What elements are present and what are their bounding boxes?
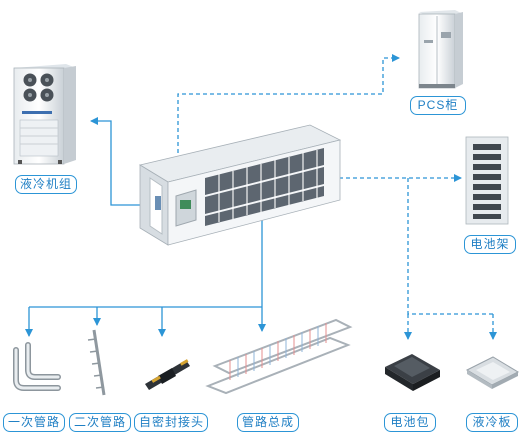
self-sealing-connector-image xyxy=(145,359,190,390)
label-rack: 电池架 xyxy=(464,235,516,254)
solid-connectors xyxy=(25,117,266,337)
label-battery-pack: 电池包 xyxy=(384,413,436,432)
dashed-connectors xyxy=(177,54,497,340)
label-pipe-assembly: 管路总成 xyxy=(237,413,299,432)
label-pcs: PCS柜 xyxy=(410,96,466,115)
battery-pack-image xyxy=(385,354,440,391)
pcs-cabinet-image xyxy=(418,10,463,89)
label-secondary-pipe: 二次管路 xyxy=(69,413,131,432)
battery-rack-image xyxy=(465,136,509,225)
label-cold-plate: 液冷板 xyxy=(466,413,518,432)
pipe-assembly-image xyxy=(205,318,353,395)
label-primary-pipe: 一次管路 xyxy=(3,413,65,432)
secondary-pipe-image xyxy=(87,329,106,396)
label-self-seal-connector: 自密封接头 xyxy=(134,413,208,432)
line-to-pcs xyxy=(177,54,400,160)
liquid-cooling-unit-image xyxy=(13,64,76,165)
line-to-chiller xyxy=(90,117,152,206)
energy-storage-container-image xyxy=(138,124,342,246)
label-chiller: 液冷机组 xyxy=(15,175,77,194)
cold-plate-image xyxy=(465,356,520,389)
primary-pipe-image xyxy=(13,342,61,391)
